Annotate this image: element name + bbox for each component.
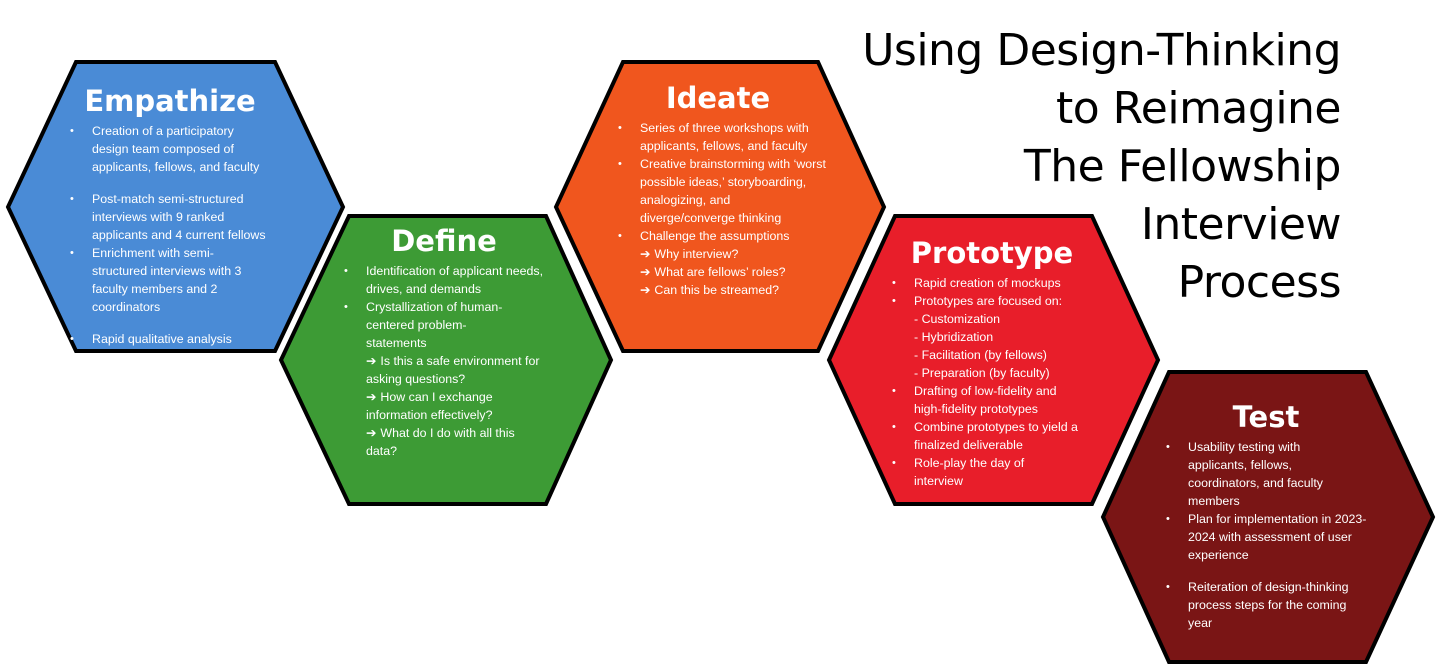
arrow-icon: ➔ [640,265,651,279]
bullet-item: Challenge the assumptions [618,227,828,245]
stage-bullets: Usability testing with applicants, fello… [1166,438,1376,632]
question-item: ➔How can I exchange information effectiv… [344,388,556,424]
stage-define: Define Identification of applicant needs… [344,224,554,460]
bullet-item: Post-match semi-structured interviews wi… [70,190,277,244]
focus-item: - Facilitation (by fellows) [914,348,1047,362]
arrow-icon: ➔ [640,247,651,261]
stage-title: Empathize [84,84,256,118]
bullet-item: Plan for implementation in 2023-2024 wit… [1166,510,1380,564]
question-text: How can I exchange information effective… [366,390,493,422]
question-text: What are fellows’ roles? [654,265,786,279]
stage-bullets: Identification of applicant needs, drive… [344,262,554,460]
bullet-item: Usability testing with applicants, fello… [1166,438,1358,510]
stage-empathize: Empathize Creation of a participatory de… [70,84,280,348]
bullet-item: Crystallization of human-centered proble… [344,298,516,352]
stage-test: Test Usability testing with applicants, … [1166,400,1376,632]
bullet-item: Prototypes are focused on: [892,292,1102,310]
stage-bullets: Rapid creation of mockups Prototypes are… [892,274,1102,490]
stage-title: Define [391,224,497,258]
focus-item: - Customization [914,312,1001,326]
question-text: Why interview? [654,247,739,261]
stage-ideate: Ideate Series of three workshops with ap… [618,81,828,299]
bullet-item: Rapid qualitative analysis [70,330,280,348]
bullet-item: Creation of a participatory design team … [70,122,272,176]
bullet-item: Rapid creation of mockups [892,274,1102,292]
stage-title: Ideate [665,81,771,115]
bullet-item: Role-play the day of interview [892,454,1064,490]
bullet-item: Reiteration of design-thinking process s… [1166,578,1370,632]
stage-prototype: Prototype Rapid creation of mockups Prot… [892,236,1102,490]
arrow-icon: ➔ [366,426,377,440]
focus-item: - Preparation (by faculty) [914,366,1050,380]
bullet-item: Series of three workshops with applicant… [618,119,826,155]
bullet-item: Enrichment with semi-structured intervie… [70,244,262,316]
stage-title: Prototype [910,236,1074,270]
stage-bullets: Creation of a participatory design team … [70,122,280,348]
question-item: ➔What are fellows’ roles? [618,263,828,281]
bullet-item: Combine prototypes to yield a finalized … [892,418,1104,454]
title-line: to Reimagine [1056,83,1341,134]
bullet-item: Creative brainstorming with ‘worst possi… [618,155,826,227]
question-text: Is this a safe environment for asking qu… [366,354,540,386]
question-text: Can this be streamed? [654,283,780,297]
page-title: Using Design-Thinking to Reimagine The F… [781,22,1341,312]
question-item: ➔Is this a safe environment for asking q… [344,352,556,388]
title-line: The Fellowship [1023,141,1342,192]
question-item: ➔Can this be streamed? [618,281,828,299]
focus-item: - Hybridization [914,330,994,344]
question-text: What do I do with all this data? [366,426,515,458]
question-item: ➔Why interview? [618,245,828,263]
bullet-item: Identification of applicant needs, drive… [344,262,544,298]
title-line: Process [1177,257,1342,308]
arrow-icon: ➔ [640,283,651,297]
arrow-icon: ➔ [366,354,377,368]
question-item: ➔What do I do with all this data? [344,424,542,460]
arrow-icon: ➔ [366,390,377,404]
stage-title: Test [1232,400,1300,434]
stage-bullets: Series of three workshops with applicant… [618,119,828,299]
title-line: Using Design-Thinking [862,25,1341,76]
title-line: Interview [1140,199,1342,250]
bullet-item: Drafting of low-fidelity and high-fideli… [892,382,1086,418]
